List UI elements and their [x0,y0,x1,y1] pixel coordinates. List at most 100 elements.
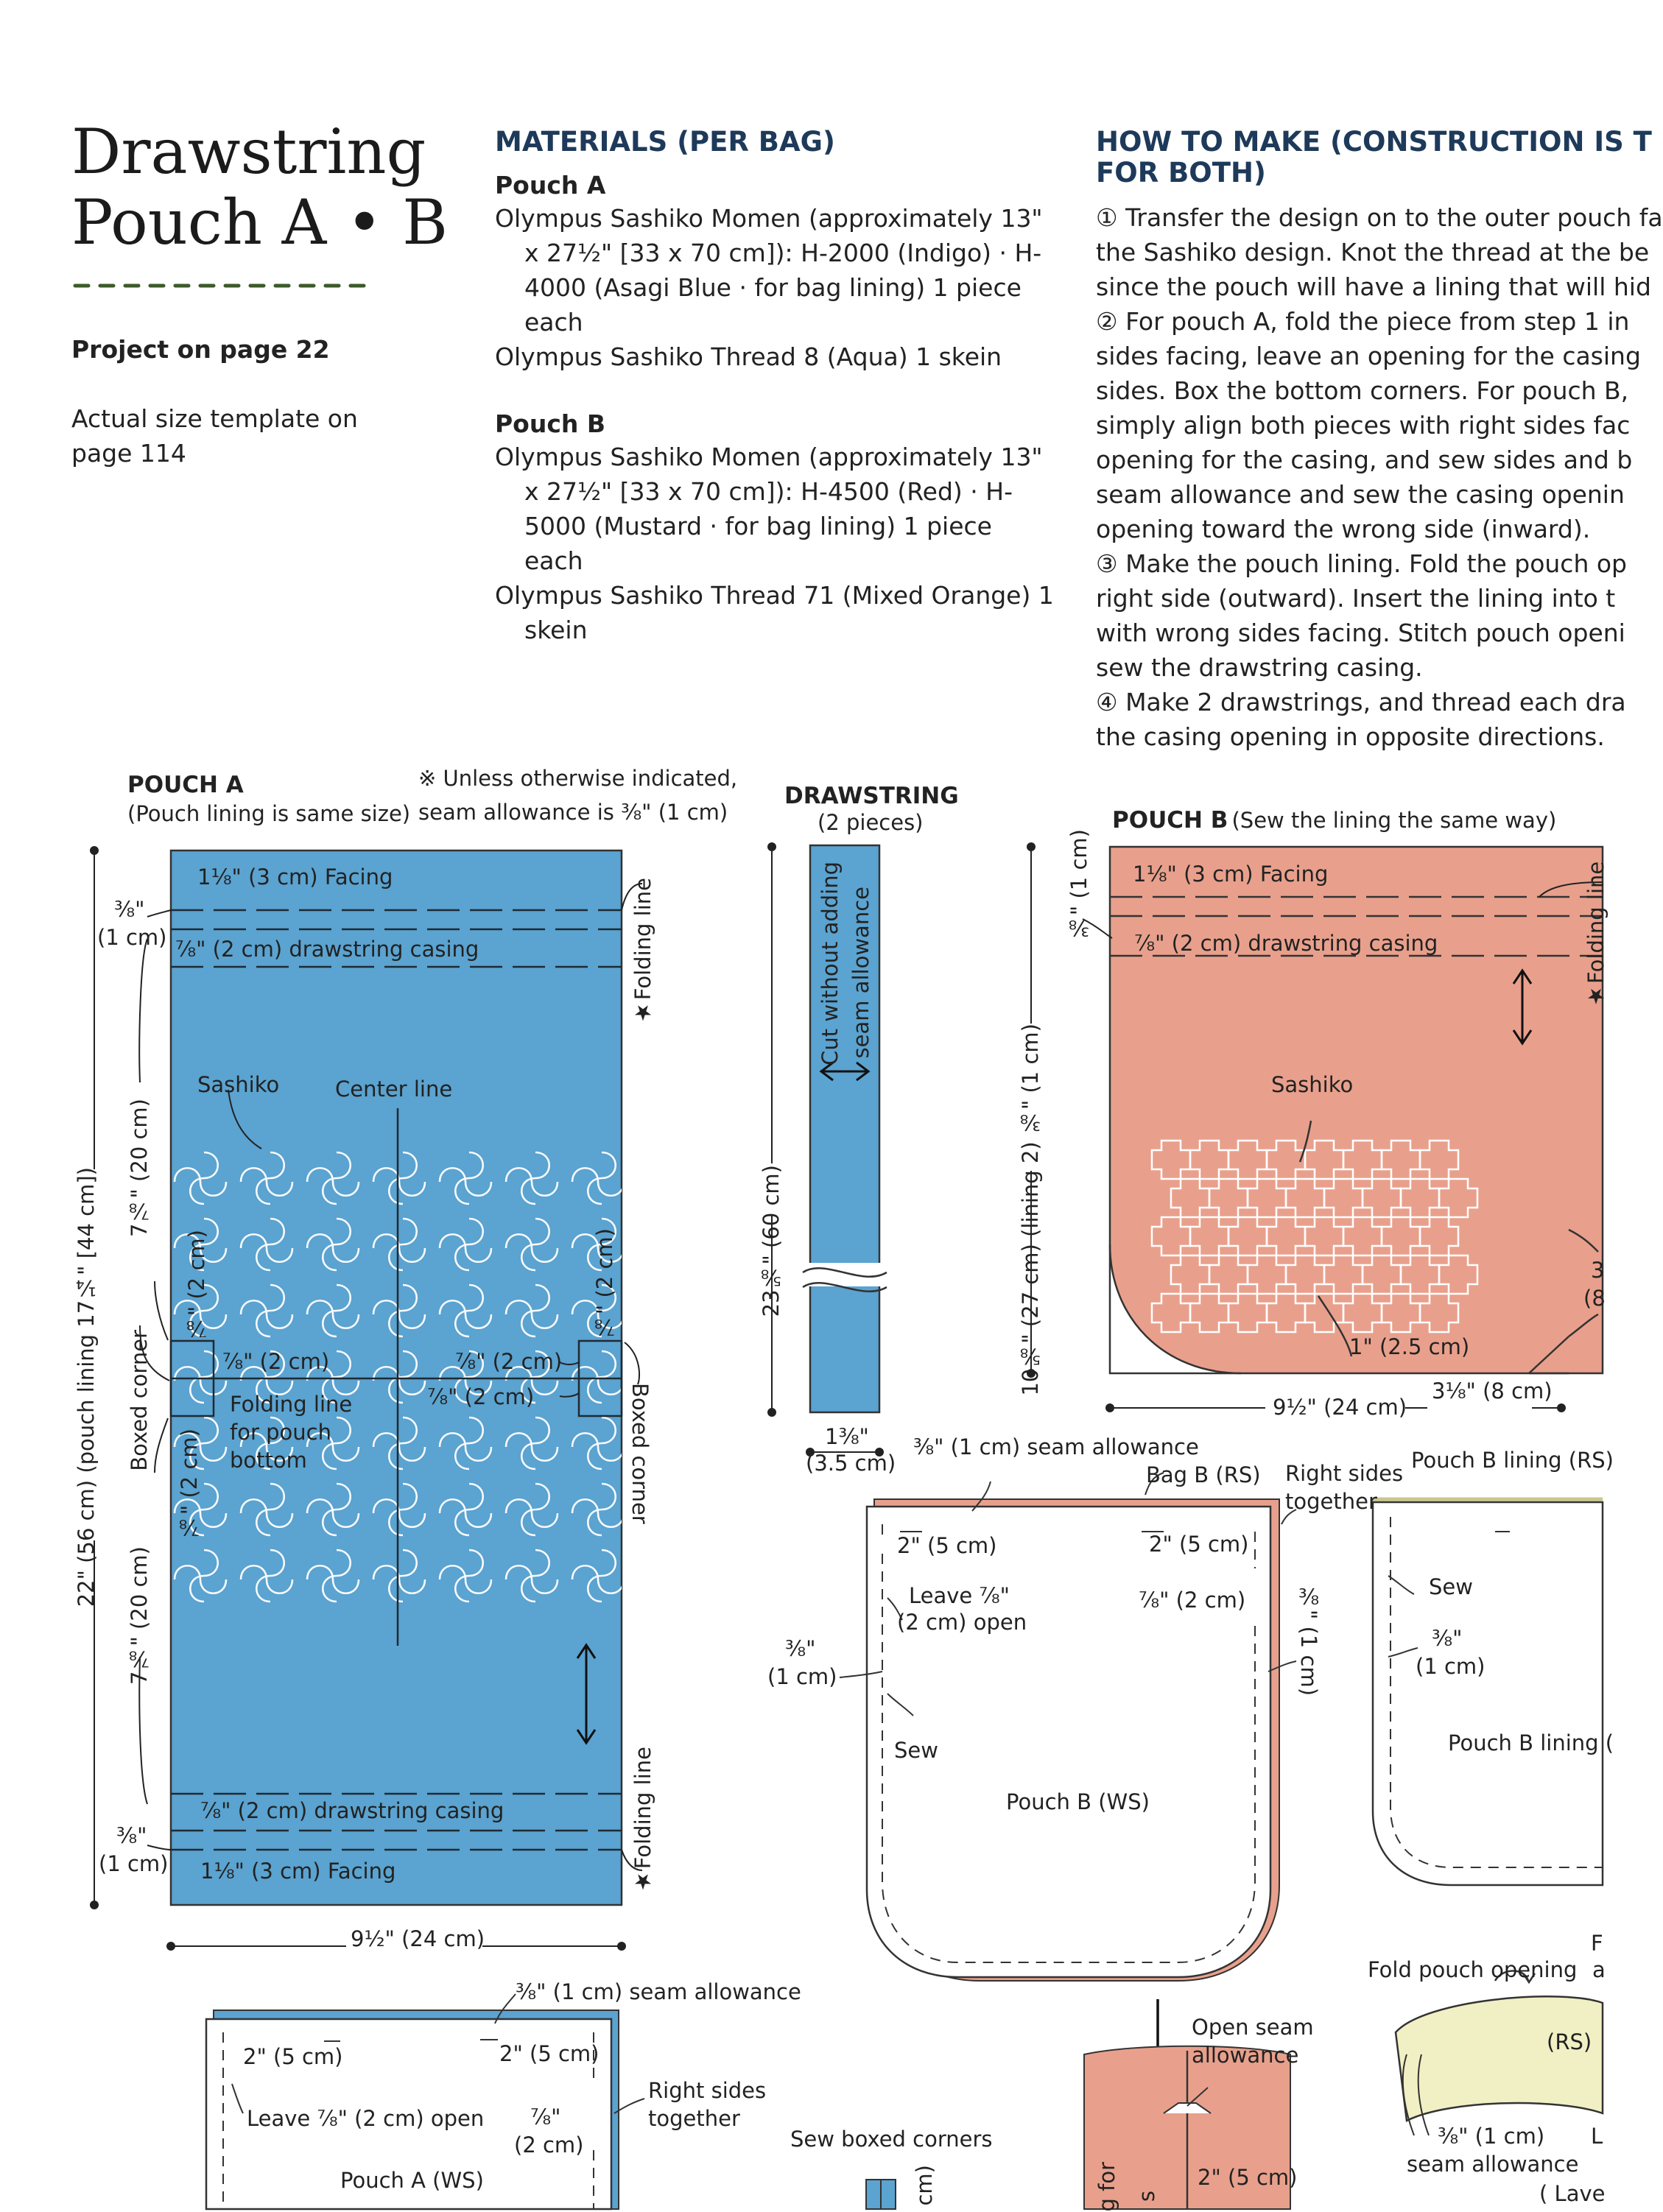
howto-steps: ① Transfer the design on to the outer po… [1096,200,1663,754]
step-a-pouch-ws: Pouch A (WS) [340,2168,484,2193]
pouch-b-corner-width: 3⅛" (8 cm) [1432,1378,1553,1403]
howto-line: ① Transfer the design on to the outer po… [1096,203,1663,232]
sashiko-cross-motif [1265,1292,1307,1334]
pouch-b-width: 9½" (24 cm) [1273,1395,1407,1420]
pouch-a-casing-bottom: ⅞" (2 cm) drawstring casing [200,1798,504,1823]
pouch-b-title: POUCH B [1112,807,1228,834]
step-b-sew: Sew [894,1738,938,1763]
howto-line: the Sashiko design. Knot the thread at t… [1096,238,1650,267]
step-b-2in-left: 2" (5 cm) [897,1533,997,1558]
pouch-a-width: 9½" (24 cm) [351,1926,485,1951]
template-ref: Actual size template on page 114 [71,404,358,468]
pouch-a-casing-top: ⅞" (2 cm) drawstring casing [175,937,479,962]
step-b-lining-sa-2: (1 cm) [1416,1654,1486,1679]
drawstring-width-in: 1⅜" [825,1424,869,1449]
pouch-b-facing: 1⅛" (3 cm) Facing [1133,862,1329,887]
pouch-a-sa-top: ⅜" [114,897,145,922]
step-a-diagram [205,1993,896,2211]
pouch-a-facing-bottom: 1⅛" (3 cm) Facing [200,1859,396,1884]
step-b-diagrams [839,1472,1604,2210]
step-a-right-sides-1: Right sides [648,2078,767,2103]
howto-line: ③ Make the pouch lining. Fold the pouch … [1096,549,1627,578]
title-line-2: Pouch A • B [71,186,448,258]
page-title: Drawstring Pouch A • B [71,116,448,258]
pouch-a-boxed-corner-right: Boxed corner [627,1383,653,1524]
pouch-a-fold-bottom-1: Folding line [230,1392,353,1417]
pouch-b-materials-title: Pouch B [495,409,606,438]
step-a-cm-fragment: cm) [912,2165,937,2206]
pouch-a-center-line-label: Center line [335,1077,453,1102]
pouch-a-sa-top-cm: (1 cm) [97,925,167,950]
sashiko-cross-motif [1189,1292,1230,1334]
step-b-fold-opening: Fold pouch opening [1368,1957,1578,1982]
step-a-78-1: ⅞" [530,2104,561,2130]
step-a-right-sides-2: together [648,2106,740,2131]
pouch-b-panel [1027,842,1604,1412]
pouch-a-box-h-right2: ⅞" (2 cm) [427,1384,535,1409]
sashiko-cross-motif [1227,1292,1268,1334]
step-b-rs: (RS) [1547,2029,1592,2054]
pouch-b-sashiko-label: Sashiko [1271,1072,1354,1097]
pouch-b-thread: Olympus Sashiko Thread 71 (Mixed Orange)… [495,581,1054,644]
step-b-bag-b-rs: Bag B (RS) [1146,1462,1261,1487]
materials-section: MATERIALS (PER BAG) Pouch A Olympus Sash… [495,127,1055,647]
pouch-b-subtitle: (Sew the lining the same way) [1231,808,1557,833]
howto-heading-1: HOW TO MAKE (CONSTRUCTION IS T [1096,126,1652,158]
howto-line: since the pouch will have a lining that … [1096,272,1651,301]
howto-line: simply align both pieces with right side… [1096,411,1631,440]
project-ref: Project on page 22 [71,335,330,364]
step-b-casing-2in: 2" (5 cm) [1198,2165,1298,2190]
howto-line: the casing opening in opposite direction… [1096,722,1605,751]
pouch-a-fabric: Olympus Sashiko Momen (approximately 13"… [495,204,1043,337]
pouch-a-sa-bottom-cm: (1 cm) [99,1851,169,1876]
step-b-sa-left-2: (1 cm) [767,1664,837,1689]
pouch-a-fold-bottom-3: bottom [230,1448,307,1473]
howto-line: seam allowance and sew the casing openin [1096,480,1625,509]
step-b-open-seam-1: Open seam [1192,2015,1314,2040]
step-b-lining-sa-bottom-1: ⅜" (1 cm) [1438,2124,1545,2149]
step-b-f-letter: F [1591,1931,1603,1956]
step-b-leave-fragment: ( Lave [1539,2181,1606,2206]
pouch-b-header: POUCH B (Sew the lining the same way) [1112,807,1556,834]
sashiko-cross-motif [1342,1292,1383,1334]
step-b-78: ⅞" (2 cm) [1139,1588,1246,1613]
step-b-lining-label: Pouch B lining ( [1448,1730,1614,1755]
step-a-sew-boxed: Sew boxed corners [790,2127,993,2152]
step-b-pouch-ws: Pouch B (WS) [1006,1789,1150,1814]
sashiko-cross-motif [1438,1254,1479,1295]
step-a-leave: Leave ⅞" (2 cm) open [247,2106,485,2131]
step-b-2in-right: 2" (5 cm) [1149,1532,1249,1557]
step-b-sa-label: ⅜" (1 cm) seam allowance [913,1434,1199,1459]
howto-heading-2: FOR BOTH) [1096,157,1266,189]
drawstring-width-cm: (3.5 cm) [806,1451,896,1476]
pouch-b-side-b: (8 [1583,1286,1606,1311]
howto-line: with wrong sides facing. Stitch pouch op… [1096,619,1625,647]
title-line-1: Drawstring [71,116,426,188]
sashiko-cross-motif [1438,1177,1479,1219]
step-a-78-2: (2 cm) [514,2132,584,2158]
pouch-a-sashiko-label: Sashiko [197,1072,280,1097]
step-b-lining-sew: Sew [1429,1574,1473,1599]
step-b-open-seam-2: allowance [1192,2043,1299,2068]
pouch-a-thread: Olympus Sashiko Thread 8 (Aqua) 1 skein [495,342,1002,371]
howto-line: opening toward the wrong side (inward). [1096,515,1591,543]
step-a-2in-right: 2" (5 cm) [499,2041,600,2066]
seam-note-1: ※ Unless otherwise indicated, [418,766,738,791]
pouch-b-side-a: 3 [1591,1258,1605,1283]
howto-section: HOW TO MAKE (CONSTRUCTION IS T FOR BOTH)… [1096,126,1663,754]
title-stitch-divider [73,283,366,288]
step-a-sa-label: ⅜" (1 cm) seam allowance [516,1979,801,2004]
pouch-b-casing: ⅞" (2 cm) drawstring casing [1134,931,1438,956]
sashiko-cross-motif [1150,1292,1192,1334]
howto-line: sew the drawstring casing. [1096,653,1423,682]
pouch-a-subtitle: (Pouch lining is same size) [127,801,411,826]
sashiko-cross-motif [1304,1292,1345,1334]
howto-line: ④ Make 2 drawstrings, and thread each dr… [1096,688,1626,716]
howto-line: opening for the casing, and sew sides an… [1096,445,1633,474]
howto-line: ② For pouch A, fold the piece from step … [1096,307,1630,336]
step-b-leave-2: (2 cm) open [897,1610,1027,1635]
step-b-lining-rs: Pouch B lining (RS) [1411,1448,1614,1473]
pouch-a-panel [90,846,643,1951]
pouch-a-materials-title: Pouch A [495,171,606,200]
step-b-leave-1: Leave ⅞" [909,1583,1010,1608]
